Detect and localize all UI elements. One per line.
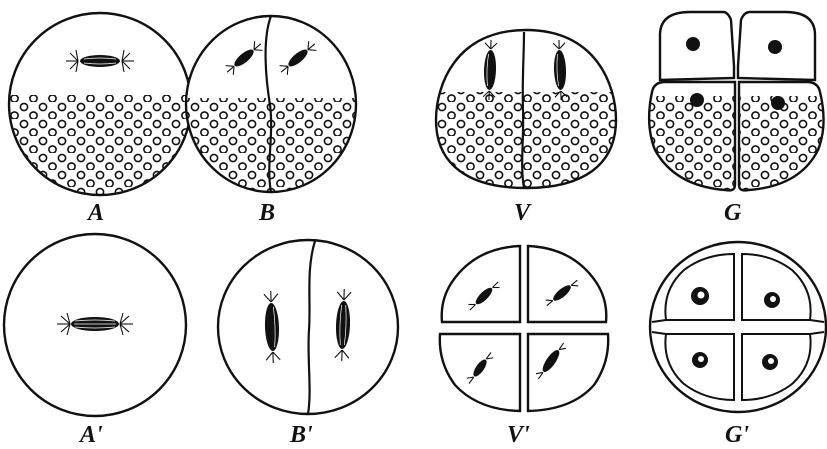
figure-b-prime: B' xyxy=(218,240,398,448)
blastomere xyxy=(528,246,606,322)
nucleus xyxy=(768,40,782,54)
egg-cell xyxy=(218,240,398,414)
figure-label: G' xyxy=(725,422,749,448)
nucleus xyxy=(762,354,778,370)
nucleus xyxy=(771,96,785,110)
figure-g: G xyxy=(649,12,823,226)
nucleus xyxy=(691,287,709,305)
nucleus xyxy=(686,37,700,51)
yolk-granules xyxy=(436,92,616,192)
figure-v: V xyxy=(436,30,616,226)
figure-label: V xyxy=(514,200,532,226)
nucleus xyxy=(690,93,704,107)
figure-label: V' xyxy=(507,422,530,448)
blastomere xyxy=(442,246,520,322)
egg-cell xyxy=(650,242,826,412)
figure-label: A' xyxy=(78,422,103,448)
figure-b: B xyxy=(186,16,356,226)
figure-g-prime: G' xyxy=(650,242,826,448)
figure-label: B xyxy=(258,200,275,226)
yolk-granules xyxy=(0,95,200,205)
figure-v-prime: V' xyxy=(440,246,608,448)
nucleus xyxy=(764,292,780,308)
figure-label: G xyxy=(724,200,742,226)
nucleus xyxy=(692,352,708,368)
figure-label: A xyxy=(86,200,104,226)
figure-label: B' xyxy=(289,422,313,448)
figure-a: A xyxy=(0,13,200,226)
figure-a-prime: A' xyxy=(4,234,186,448)
